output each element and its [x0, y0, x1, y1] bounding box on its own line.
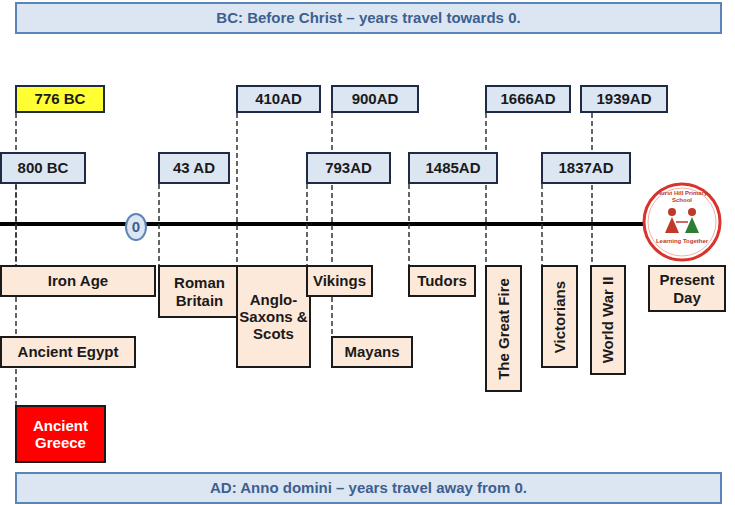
date-box: 1939AD [580, 85, 668, 113]
period-box: Victorians [541, 265, 578, 368]
period-box: The Great Fire [485, 265, 522, 392]
dashed-connector [408, 184, 410, 265]
box-label: 900AD [352, 90, 399, 107]
vertical-label: Victorians [551, 280, 568, 352]
period-box: Anglo-Saxons & Scots [236, 265, 311, 368]
date-box: 43 AD [158, 152, 230, 184]
box-label: 1666AD [500, 90, 555, 107]
date-box: 1485AD [408, 152, 498, 184]
dashed-connector [15, 184, 17, 265]
box-label: Vikings [313, 272, 366, 289]
box-label: Mayans [344, 343, 399, 360]
date-box: 776 BC [15, 85, 105, 113]
box-label: Anglo-Saxons & Scots [238, 291, 309, 343]
box-label: 1939AD [596, 90, 651, 107]
box-label: 800 BC [18, 159, 69, 176]
era-band: BC: Before Christ – years travel towards… [15, 2, 722, 34]
dashed-connector [236, 113, 238, 265]
period-box: Vikings [306, 265, 373, 297]
period-box: Roman Britain [158, 265, 241, 318]
period-box: World War II [590, 265, 626, 375]
dashed-connector [331, 113, 333, 336]
box-label: 793AD [325, 159, 372, 176]
vertical-label: The Great Fire [495, 278, 512, 380]
timeline-axis [0, 222, 643, 226]
period-box: Ancient Egypt [0, 336, 136, 368]
dashed-connector [541, 184, 543, 265]
date-box: 900AD [331, 85, 419, 113]
logo-text: Hurst Hill Primary School [654, 190, 710, 204]
box-label: Ancient Egypt [18, 343, 119, 360]
box-label: Present Day [650, 271, 724, 306]
box-label: BC: Before Christ – years travel towards… [216, 9, 520, 26]
box-label: 776 BC [35, 90, 86, 107]
box-label: 1485AD [425, 159, 480, 176]
dashed-connector [591, 113, 593, 265]
zero-marker: 0 [125, 213, 147, 241]
dashed-connector [158, 184, 160, 265]
logo-text: Learning Together [650, 238, 714, 245]
box-label: Iron Age [48, 272, 108, 289]
date-box: 793AD [306, 152, 391, 184]
period-box: Iron Age [0, 265, 156, 297]
box-label: 1837AD [558, 159, 613, 176]
vertical-label: World War II [599, 277, 616, 364]
box-label: AD: Anno domini – years travel away from… [210, 479, 527, 496]
dashed-connector [306, 184, 308, 265]
box-label: 43 AD [173, 159, 215, 176]
period-box: Ancient Greece [15, 405, 106, 463]
date-box: 1666AD [485, 85, 571, 113]
era-band: AD: Anno domini – years travel away from… [15, 472, 722, 504]
period-box: Present Day [648, 265, 726, 312]
school-logo [644, 184, 720, 260]
date-box: 410AD [236, 85, 321, 113]
box-label: Ancient Greece [17, 417, 104, 452]
box-label: 410AD [255, 90, 302, 107]
date-box: 1837AD [541, 152, 631, 184]
period-box: Tudors [408, 265, 476, 297]
box-label: 0 [132, 218, 140, 235]
dashed-connector [485, 113, 487, 265]
period-box: Mayans [331, 336, 413, 368]
date-box: 800 BC [0, 152, 86, 184]
box-label: Tudors [417, 272, 467, 289]
box-label: Roman Britain [160, 274, 239, 309]
